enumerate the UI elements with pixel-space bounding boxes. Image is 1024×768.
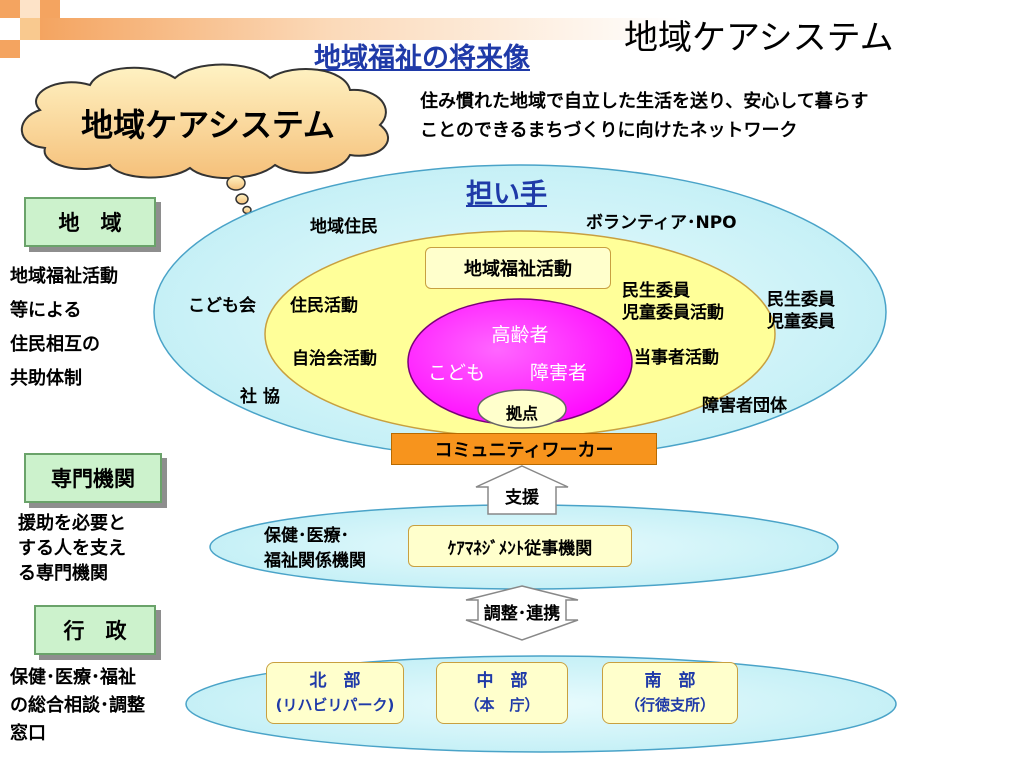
- decor-square: [0, 40, 20, 58]
- decor-square: [40, 0, 60, 18]
- care-management-box: ｹｱﾏﾈｼﾞﾒﾝﾄ従事機関: [408, 525, 632, 567]
- label-volunteer: ボランティア･NPO: [586, 213, 737, 233]
- core-children: こども: [428, 362, 486, 384]
- support-label: 支援: [505, 488, 539, 508]
- decor-square: [20, 18, 40, 40]
- branch-south: 南 部 （行徳支所）: [602, 662, 738, 724]
- administration-notes: 保健･医療･福祉 の総合相談･調整 窓口: [10, 667, 145, 744]
- label-commissioner: 民生委員 児童委員: [767, 290, 835, 332]
- core-elderly: 高齢者: [491, 324, 549, 346]
- branch-north: 北 部 (リハビリパーク): [266, 662, 404, 724]
- coordination-arrow: [465, 585, 579, 641]
- label-party-activity: 当事者活動: [634, 348, 719, 368]
- branch-central: 中 部 （本 庁）: [436, 662, 568, 724]
- cloud-label: 地域ケアシステム: [81, 106, 335, 144]
- coordination-label: 調整･連携: [483, 604, 561, 624]
- label-children-assoc: こども会: [188, 296, 256, 316]
- base-ellipse: [477, 389, 567, 429]
- community-welfare-activity-box: 地域福祉活動: [425, 247, 611, 289]
- core-disabled: 障害者: [530, 362, 588, 384]
- label-residents: 地域住民: [310, 217, 378, 237]
- label-disability-org: 障害者団体: [702, 396, 787, 416]
- decor-square: [20, 0, 40, 18]
- specialist-label: 専門機関: [24, 453, 162, 503]
- label-council: 社 協: [240, 387, 280, 407]
- label-resident-activity: 住民活動: [290, 296, 358, 316]
- supporters-title: 担い手: [466, 179, 547, 210]
- support-arrow: [475, 465, 569, 515]
- label-self-gov-activity: 自治会活動: [292, 349, 377, 369]
- decor-square: [0, 0, 20, 18]
- decor-gradient-bar: [40, 18, 680, 40]
- page-title: 地域ケアシステム: [624, 18, 894, 58]
- system-description: 住み慣れた地域で自立した生活を送り、安心して暮らす ことのできるまちづくりに向け…: [420, 91, 869, 141]
- specialist-notes: 援助を必要と する人を支え る専門機関: [18, 513, 126, 584]
- community-worker-box: コミュニティワーカー: [391, 433, 657, 465]
- label-commissioner-activity: 民生委員 児童委員活動: [622, 281, 724, 323]
- community-notes: 地域福祉活動 等による 住民相互の 共助体制: [10, 266, 118, 389]
- administration-label: 行 政: [34, 605, 156, 655]
- community-label: 地 域: [24, 197, 156, 247]
- base-label: 拠点: [505, 404, 538, 423]
- thought-cloud: [20, 63, 390, 215]
- page-subtitle: 地域福祉の将来像: [314, 43, 530, 74]
- label-health-welfare: 保健･医療･ 福祉関係機関: [264, 526, 366, 571]
